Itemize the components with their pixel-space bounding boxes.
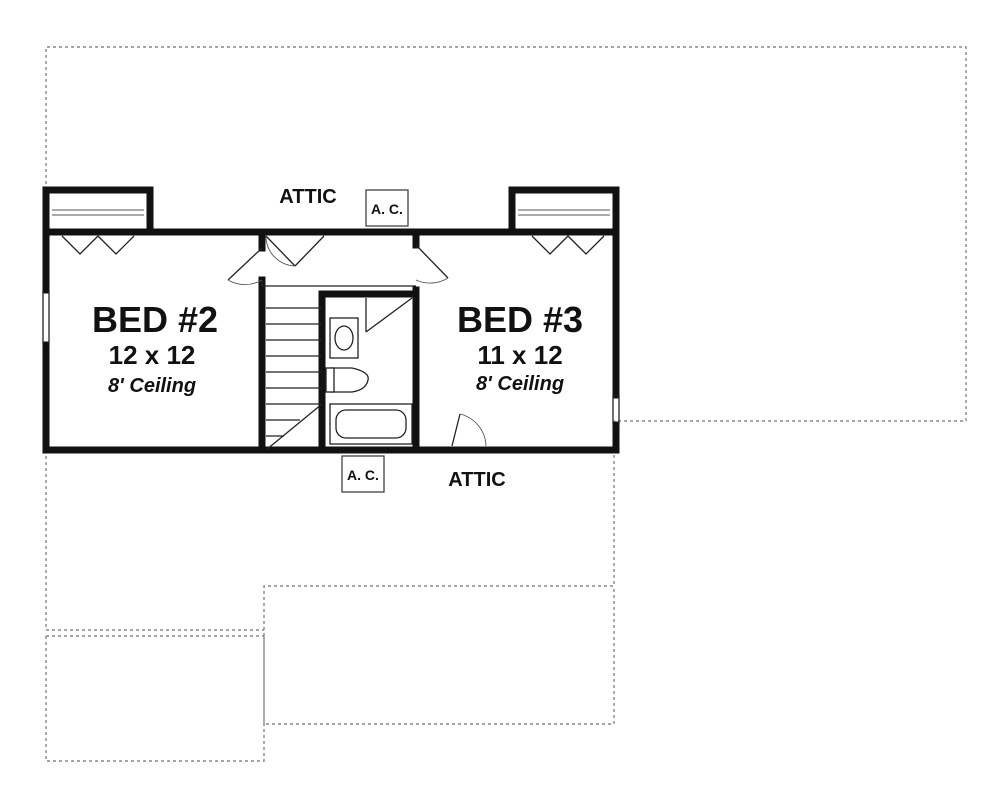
dormer-right bbox=[508, 186, 620, 236]
room-ceiling: 8' Ceiling bbox=[476, 373, 564, 395]
ac-top-label: A. C. bbox=[371, 201, 403, 217]
ac-bottom-label: A. C. bbox=[347, 467, 379, 483]
hall-lines bbox=[261, 280, 416, 287]
bathroom-fixtures bbox=[325, 317, 413, 445]
ac-unit-bottom: A. C. bbox=[341, 455, 385, 493]
closet-doors-bed3 bbox=[531, 235, 605, 255]
room-name: BED #3 bbox=[457, 299, 583, 340]
window-right bbox=[612, 395, 620, 425]
roof-outline bbox=[45, 46, 967, 762]
room-name: BED #2 bbox=[92, 299, 218, 340]
room-ceiling: 8' Ceiling bbox=[108, 375, 196, 397]
door-bath bbox=[365, 297, 413, 333]
toilet bbox=[329, 367, 369, 393]
window-left bbox=[42, 290, 50, 345]
room-size: 11 x 12 bbox=[477, 340, 562, 370]
attic-bottom-label: ATTIC bbox=[448, 469, 505, 491]
room-bed2: BED #2 12 x 12 8' Ceiling bbox=[92, 299, 218, 397]
room-bed3: BED #3 11 x 12 8' Ceiling bbox=[457, 299, 583, 395]
closet-doors-bed2 bbox=[61, 235, 135, 255]
attic-top-label: ATTIC bbox=[279, 186, 336, 208]
ac-unit-top: A. C. bbox=[365, 189, 409, 227]
dormer-left bbox=[42, 186, 154, 236]
exterior-walls bbox=[42, 228, 620, 454]
door-closet-bed3 bbox=[451, 413, 487, 447]
door-hall-attic bbox=[265, 235, 325, 267]
door-bed3 bbox=[415, 244, 449, 284]
door-bed2 bbox=[227, 247, 263, 286]
staircase bbox=[265, 307, 323, 451]
room-size: 12 x 12 bbox=[109, 340, 196, 370]
interior-walls bbox=[258, 232, 420, 454]
